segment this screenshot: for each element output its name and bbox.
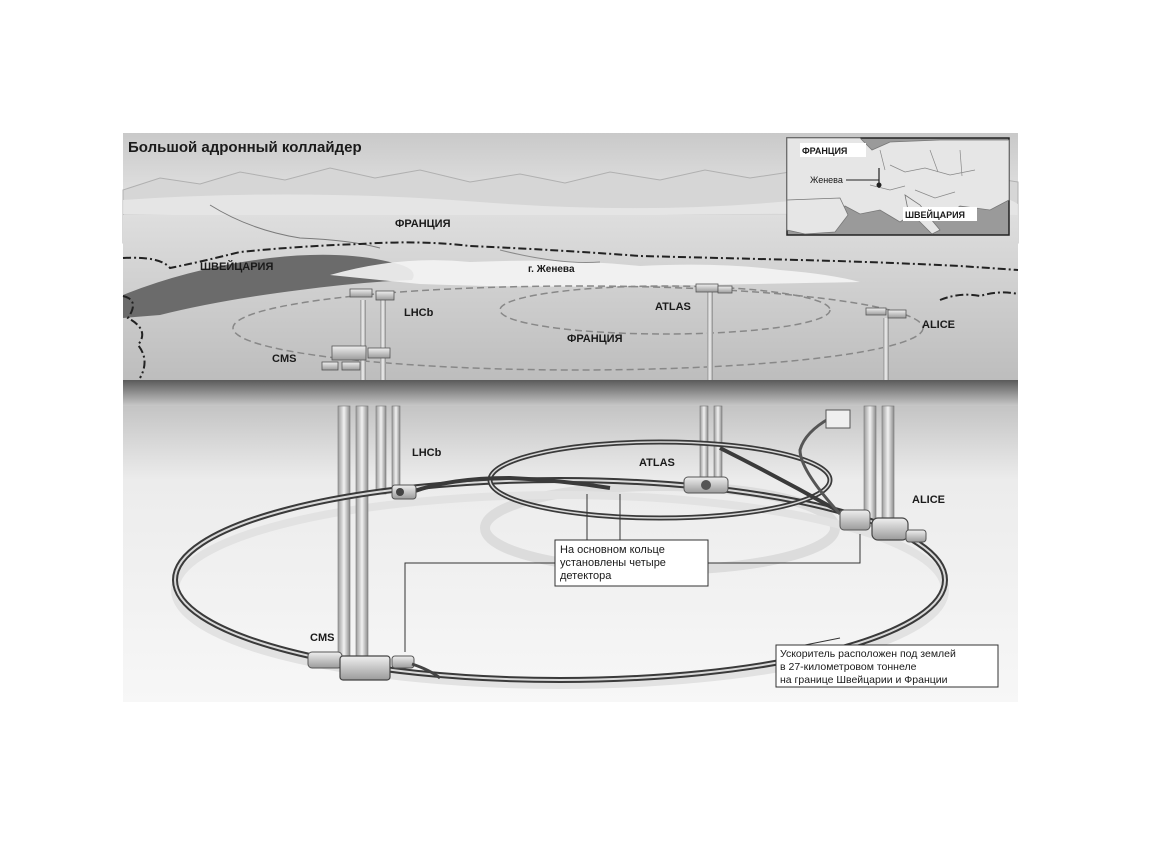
callout-detectors-line3: детектора bbox=[560, 570, 612, 582]
label-surface-lhcb: LHCb bbox=[404, 307, 434, 319]
label-geneva: г. Женева bbox=[528, 264, 575, 275]
callout-tunnel-line1: Ускоритель расположен под землей bbox=[780, 648, 956, 660]
label-surface-cms: CMS bbox=[272, 353, 296, 365]
surface-building-lhcb bbox=[349, 288, 395, 301]
label-underground-cms: CMS bbox=[310, 632, 334, 644]
label-underground-lhcb: LHCb bbox=[412, 447, 442, 459]
label-france-mid: ФРАНЦИЯ bbox=[567, 333, 623, 345]
label-switzerland: ШВЕЙЦАРИЯ bbox=[200, 260, 273, 273]
lake-geneva bbox=[123, 254, 414, 318]
inset-geneva-dot bbox=[876, 182, 882, 188]
diagram-title: Большой адронный коллайдер bbox=[128, 139, 362, 156]
inset-label-switzerland: ШВЕЙЦАРИЯ bbox=[905, 209, 965, 220]
callout-tunnel-line2: в 27-километровом тоннеле bbox=[780, 661, 917, 673]
detector-cms bbox=[307, 651, 441, 681]
geneva-city bbox=[330, 260, 860, 287]
callout-tunnel: Ускоритель расположен под землей в 27-ки… bbox=[775, 637, 999, 688]
surface-main-ring bbox=[232, 285, 924, 371]
inset-map: ФРАНЦИЯ Женева ШВЕЙЦАРИЯ bbox=[786, 137, 1010, 236]
surface-building-atlas bbox=[695, 283, 733, 294]
surface-building-alice bbox=[865, 307, 907, 319]
inset-label-france: ФРАНЦИЯ bbox=[802, 146, 847, 156]
inset-iberia bbox=[786, 197, 849, 235]
surface-sps-ring bbox=[499, 285, 831, 335]
callout-detectors-line2: установлены четыре bbox=[560, 557, 666, 569]
detector-lhcb bbox=[391, 484, 417, 500]
detector-atlas bbox=[683, 476, 729, 494]
transfer-line-left bbox=[411, 475, 611, 494]
control-box bbox=[825, 409, 851, 429]
label-france-top: ФРАНЦИЯ bbox=[395, 218, 451, 230]
callout-tunnel-line3: на границе Швейцарии и Франции bbox=[780, 674, 948, 686]
surface-building-cms bbox=[321, 345, 391, 371]
label-surface-alice: ALICE bbox=[922, 319, 955, 331]
land bbox=[123, 215, 1018, 380]
detector-alice bbox=[839, 509, 927, 543]
border-line-lower bbox=[122, 291, 1019, 379]
ground-surface-strip bbox=[123, 380, 1018, 406]
callout-detectors: На основном кольце установлены четыре де… bbox=[404, 494, 861, 652]
label-underground-atlas: ATLAS bbox=[639, 457, 675, 469]
label-surface-atlas: ATLAS bbox=[655, 301, 691, 313]
border-line-upper bbox=[122, 241, 1019, 271]
callout-detectors-line1: На основном кольце bbox=[560, 544, 665, 556]
label-underground-alice: ALICE bbox=[912, 494, 945, 506]
transfer-line-right bbox=[719, 446, 841, 514]
inset-label-geneva: Женева bbox=[810, 175, 843, 185]
